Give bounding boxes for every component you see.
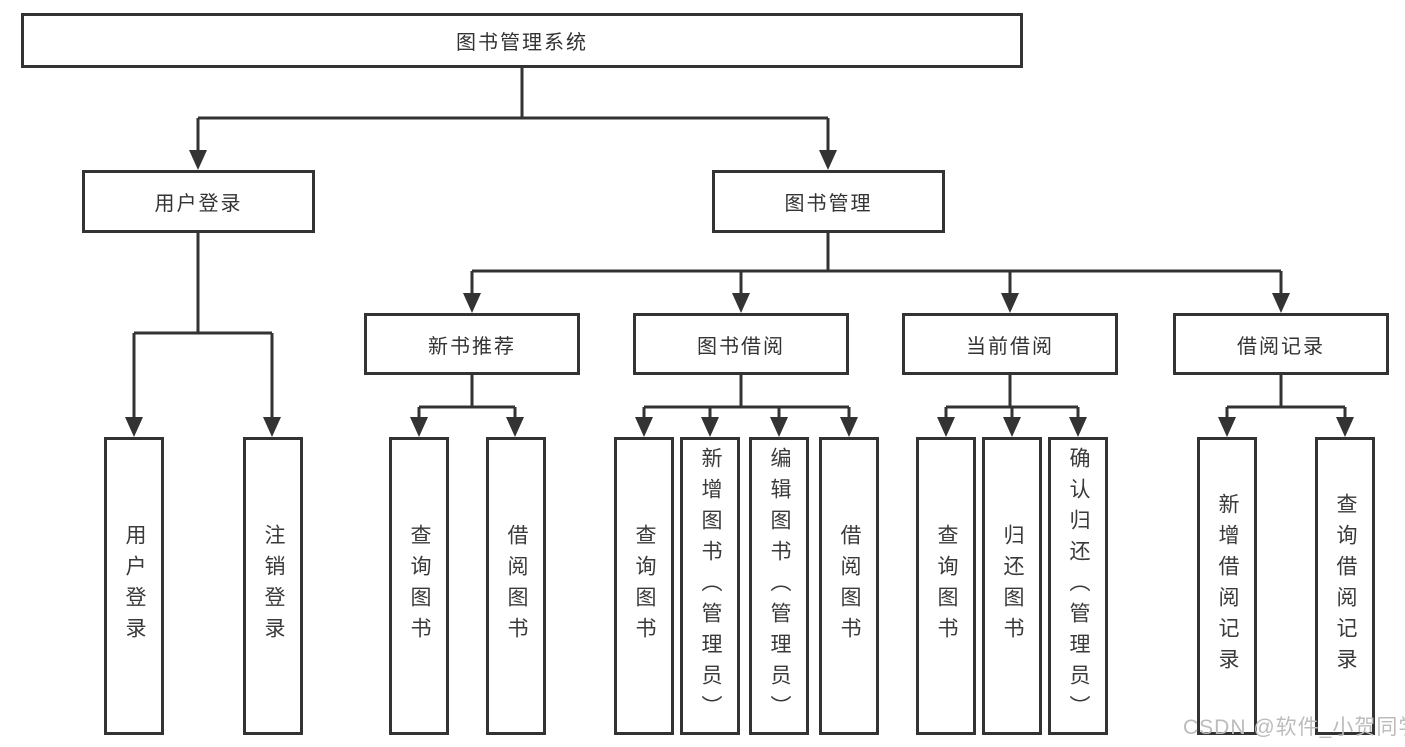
connector-level3-to-leaves [417, 373, 1347, 421]
leaf-query-borrow-record: 查询借阅记录 [1315, 437, 1375, 735]
node-book-management: 图书管理 [712, 170, 945, 233]
leaf-add-book-admin: 新增图书（管理员） [680, 437, 740, 735]
arrow-head [840, 417, 858, 437]
leaf-confirm-return-admin: 确认归还（管理员） [1048, 437, 1108, 735]
leaf-query-books-borrowing: 查询图书 [614, 437, 674, 735]
node-new-book-recommendation: 新书推荐 [364, 313, 580, 375]
arrow-head [1336, 417, 1354, 437]
leaf-add-borrow-record: 新增借阅记录 [1197, 437, 1257, 735]
arrow-head [701, 417, 719, 437]
arrow-head [1272, 293, 1290, 313]
arrow-head [189, 150, 207, 170]
arrow-head [263, 417, 281, 437]
node-user-login: 用户登录 [82, 170, 315, 233]
arrow-head [1001, 293, 1019, 313]
leaf-logout: 注销登录 [243, 437, 303, 735]
leaf-query-books-current: 查询图书 [916, 437, 976, 735]
leaf-borrow-books-recommend: 借阅图书 [486, 437, 546, 735]
arrow-head [770, 417, 788, 437]
leaf-borrow-books-borrowing: 借阅图书 [819, 437, 879, 735]
leaf-edit-book-admin: 编辑图书（管理员） [749, 437, 809, 735]
csdn-watermark: CSDN @软件_小贺同学 [1183, 716, 1405, 739]
arrow-head [937, 417, 955, 437]
node-book-borrowing: 图书借阅 [633, 313, 849, 375]
arrow-head [410, 417, 428, 437]
node-borrowing-records: 借阅记录 [1173, 313, 1389, 375]
arrow-head [635, 417, 653, 437]
arrow-head [125, 417, 143, 437]
arrow-head [732, 293, 750, 313]
connector-user-login-to-leaves [132, 231, 274, 421]
connector-root-to-level2 [196, 66, 830, 154]
arrow-head [819, 150, 837, 170]
node-book-management-system: 图书管理系统 [21, 13, 1023, 68]
arrow-head [463, 293, 481, 313]
arrow-head [1069, 417, 1087, 437]
arrow-head [1003, 417, 1021, 437]
leaf-user-login: 用户登录 [104, 437, 164, 735]
leaf-query-books-recommend: 查询图书 [389, 437, 449, 735]
connector-book-management-to-level3 [470, 231, 1283, 297]
leaf-return-book: 归还图书 [982, 437, 1042, 735]
arrow-head [506, 417, 524, 437]
node-current-borrowing: 当前借阅 [902, 313, 1118, 375]
arrow-head [1218, 417, 1236, 437]
